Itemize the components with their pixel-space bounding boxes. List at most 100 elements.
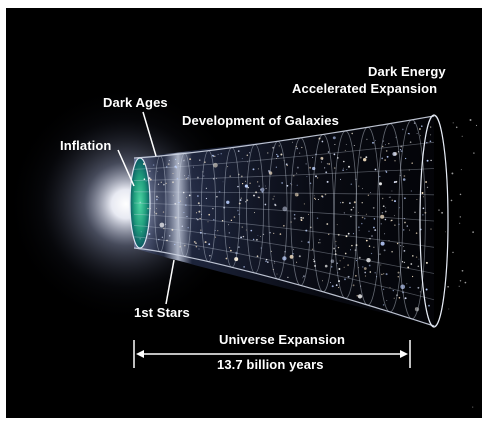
star <box>204 233 206 235</box>
star <box>417 286 420 289</box>
star <box>149 170 151 172</box>
star <box>165 223 167 225</box>
star <box>318 138 320 140</box>
star <box>273 232 275 235</box>
star <box>394 200 396 203</box>
star <box>158 197 160 199</box>
star <box>293 217 296 220</box>
star <box>357 212 359 214</box>
star <box>312 156 314 159</box>
star <box>414 211 416 214</box>
star <box>382 304 385 306</box>
star <box>174 244 176 246</box>
star <box>326 223 329 225</box>
star <box>166 239 168 242</box>
star <box>273 261 276 263</box>
star <box>355 244 358 247</box>
star <box>280 153 283 156</box>
star <box>410 190 412 192</box>
star <box>184 204 187 206</box>
star <box>240 197 243 199</box>
star <box>207 221 209 223</box>
star <box>309 182 312 185</box>
star <box>384 159 386 161</box>
star <box>268 170 270 172</box>
star <box>358 256 361 259</box>
star <box>475 124 478 127</box>
star <box>334 144 336 145</box>
label-accelerated-expansion: Accelerated Expansion <box>292 81 438 96</box>
star <box>187 226 189 229</box>
star <box>275 166 277 168</box>
star <box>186 216 188 217</box>
star <box>258 185 260 187</box>
star <box>415 256 418 258</box>
star <box>379 253 381 255</box>
star <box>324 167 326 169</box>
grid-line <box>133 236 435 301</box>
star <box>257 196 259 198</box>
star <box>395 180 398 183</box>
star <box>319 239 321 241</box>
star <box>298 255 301 258</box>
star <box>183 160 185 162</box>
star <box>196 176 199 179</box>
star <box>192 166 194 168</box>
star <box>265 260 267 263</box>
star <box>343 266 345 268</box>
star <box>346 169 348 171</box>
star <box>368 230 370 232</box>
star <box>389 286 391 289</box>
star <box>179 200 182 202</box>
star <box>242 235 245 238</box>
star <box>321 195 324 198</box>
star <box>342 257 345 259</box>
star <box>218 190 221 193</box>
galaxy <box>289 254 294 259</box>
star <box>314 199 316 201</box>
star <box>307 214 309 216</box>
star <box>223 206 226 209</box>
grid-line <box>133 213 435 248</box>
star <box>204 161 206 163</box>
star <box>314 264 317 267</box>
star <box>272 198 274 200</box>
star <box>421 192 424 194</box>
grid-line <box>133 115 435 159</box>
star <box>378 175 381 178</box>
star <box>392 290 394 292</box>
star <box>404 157 407 160</box>
star <box>174 165 177 168</box>
star <box>300 219 303 221</box>
star <box>352 206 355 209</box>
grid-line <box>133 168 435 181</box>
star <box>239 199 242 202</box>
star <box>409 229 411 231</box>
star <box>293 248 295 250</box>
star <box>281 182 283 184</box>
star <box>204 241 207 244</box>
galaxy <box>366 257 371 263</box>
star <box>309 166 312 169</box>
star <box>276 273 278 275</box>
star <box>400 145 403 148</box>
star <box>417 265 420 268</box>
star <box>264 203 267 206</box>
star <box>199 159 201 161</box>
star <box>398 297 401 299</box>
label-inflation: Inflation <box>60 138 112 153</box>
star <box>241 158 243 160</box>
star <box>350 183 353 186</box>
star <box>140 231 142 233</box>
star <box>352 233 355 235</box>
star <box>337 157 339 159</box>
star <box>255 191 258 194</box>
star <box>305 163 307 165</box>
star <box>270 250 273 253</box>
star <box>257 168 259 170</box>
star <box>222 181 224 183</box>
star <box>152 164 155 166</box>
star <box>215 236 217 238</box>
star <box>397 271 400 274</box>
